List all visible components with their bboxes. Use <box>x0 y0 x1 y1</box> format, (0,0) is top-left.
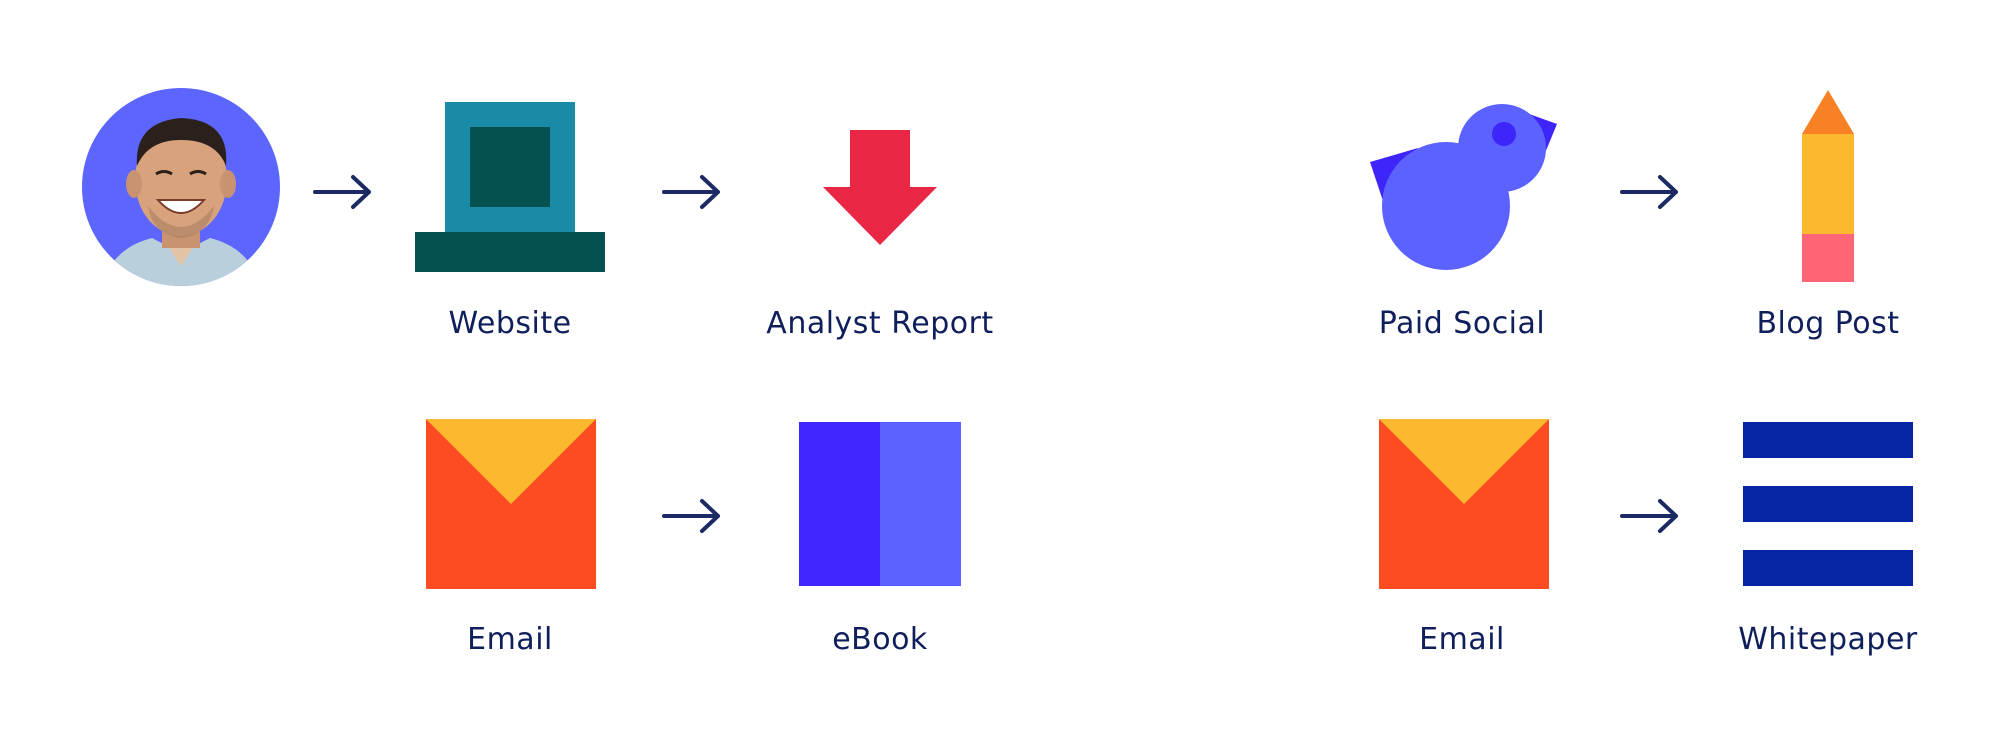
download-arrow-icon <box>823 130 937 245</box>
arrow-right-icon <box>662 499 720 533</box>
paid-social-label: Paid Social <box>1378 306 1546 341</box>
website-icon <box>415 102 605 272</box>
arrow-right-icon <box>313 175 371 209</box>
email-label: Email <box>1419 622 1505 657</box>
person-avatar <box>82 88 280 286</box>
bird-icon <box>1370 104 1557 270</box>
pencil-icon <box>1802 90 1854 282</box>
analyst-report-label: Analyst Report <box>766 306 994 341</box>
whitepaper-icon <box>1743 422 1913 586</box>
ebook-label: eBook <box>832 622 928 657</box>
envelope-icon <box>426 419 596 589</box>
arrow-right-icon <box>1620 499 1678 533</box>
whitepaper-label: Whitepaper <box>1738 622 1918 657</box>
arrow-right-icon <box>662 175 720 209</box>
envelope-icon <box>1379 419 1549 589</box>
email-label: Email <box>467 622 553 657</box>
ebook-icon <box>799 422 961 586</box>
website-label: Website <box>448 306 572 341</box>
blog-post-label: Blog Post <box>1756 306 1900 341</box>
arrow-right-icon <box>1620 175 1678 209</box>
